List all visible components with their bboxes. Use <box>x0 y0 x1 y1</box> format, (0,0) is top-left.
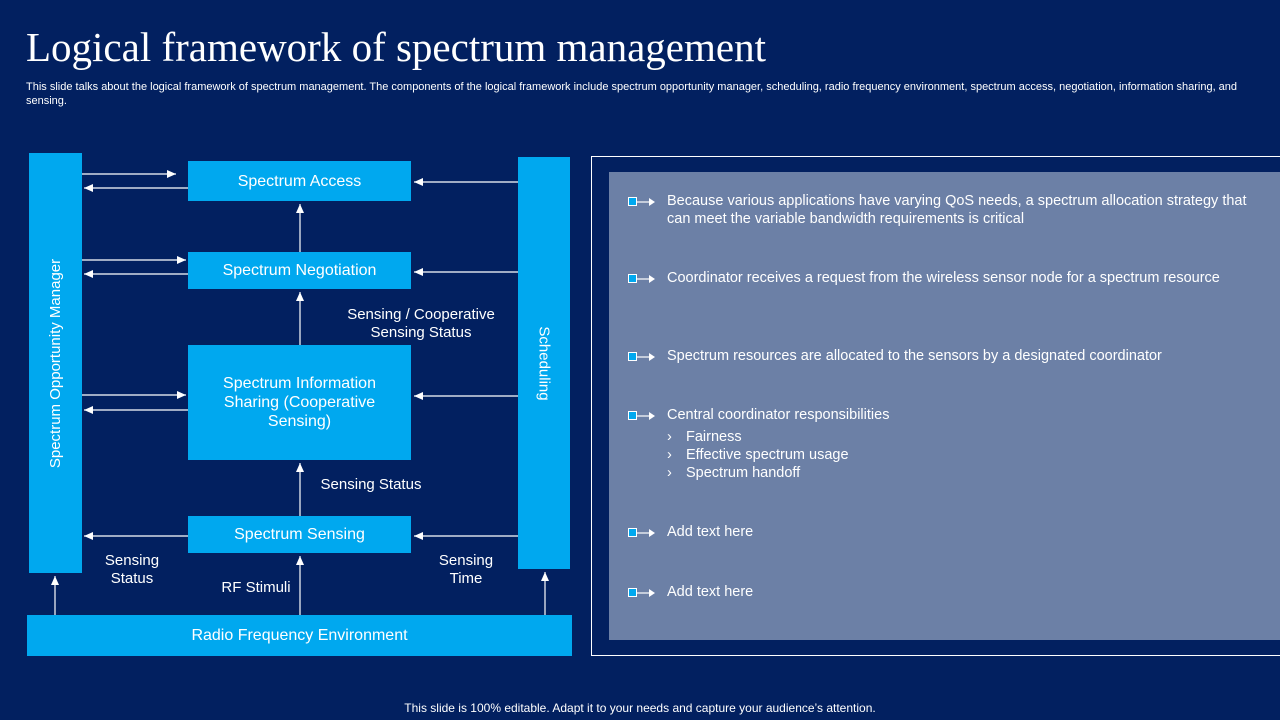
sub-item: Fairness <box>667 428 1267 446</box>
bullet-arrow-icon <box>628 272 656 286</box>
sensing-status-left-label: Sensing Status <box>104 552 160 587</box>
bullet-text: Central coordinator responsibilities Fai… <box>667 406 1267 482</box>
sub-item: Effective spectrum usage <box>667 446 1267 464</box>
bullet-text: Add text here <box>667 584 754 600</box>
sensing-cooperative-status-label: Sensing / Cooperative Sensing Status <box>347 306 495 341</box>
bullet-item: Because various applications have varyin… <box>628 192 1267 228</box>
slide-title: Logical framework of spectrum management <box>26 24 766 70</box>
radio-frequency-environment-label: Radio Frequency Environment <box>191 627 408 644</box>
spectrum-opportunity-manager-label: Spectrum Opportunity Manager <box>47 258 64 468</box>
responsibilities-list: Fairness Effective spectrum usage Spectr… <box>667 428 1267 482</box>
spectrum-opportunity-manager-bar: Spectrum Opportunity Manager <box>29 153 82 573</box>
bullet-arrow-icon <box>628 586 656 600</box>
spectrum-access-box: Spectrum Access <box>188 161 411 201</box>
bullet-heading: Central coordinator responsibilities <box>667 407 890 423</box>
rf-stimuli-label: RF Stimuli <box>221 579 291 596</box>
bullet-text: Coordinator receives a request from the … <box>667 270 1220 286</box>
spectrum-information-sharing-label: Spectrum Information Sharing (Cooperativ… <box>223 375 376 430</box>
radio-frequency-environment-box: Radio Frequency Environment <box>27 615 572 656</box>
scheduling-label: Scheduling <box>535 325 553 401</box>
sub-item: Spectrum handoff <box>667 464 1267 482</box>
bullet-arrow-icon <box>628 350 656 364</box>
bullet-arrow-icon <box>628 409 656 423</box>
bullet-item: Add text here <box>628 583 1267 601</box>
spectrum-sensing-label: Spectrum Sensing <box>234 526 365 543</box>
sensing-status-mid-label: Sensing Status <box>320 476 422 493</box>
bullet-item: Coordinator receives a request from the … <box>628 269 1267 287</box>
slide-footer: This slide is 100% editable. Adapt it to… <box>404 701 876 715</box>
panel-outline <box>591 156 1280 656</box>
scheduling-bar: Scheduling <box>518 157 570 569</box>
bullet-arrow-icon <box>628 526 656 540</box>
slide-subtitle: This slide talks about the logical frame… <box>26 81 1238 107</box>
spectrum-negotiation-label: Spectrum Negotiation <box>222 262 377 279</box>
spectrum-access-label: Spectrum Access <box>237 172 362 190</box>
bullet-item: Spectrum resources are allocated to the … <box>628 347 1267 365</box>
info-panel <box>609 172 1280 640</box>
sensing-time-label: Sensing Time <box>438 552 494 587</box>
bullet-text: Because various applications have varyin… <box>667 193 1247 227</box>
spectrum-information-sharing-box: Spectrum Information Sharing (Cooperativ… <box>188 345 411 460</box>
bullet-item: Central coordinator responsibilities Fai… <box>628 406 1267 482</box>
bullet-arrow-icon <box>628 195 656 209</box>
bullet-text: Add text here <box>667 524 754 540</box>
bullet-item: Add text here <box>628 523 1267 541</box>
spectrum-sensing-box: Spectrum Sensing <box>188 516 411 553</box>
spectrum-negotiation-box: Spectrum Negotiation <box>188 252 411 289</box>
bullet-text: Spectrum resources are allocated to the … <box>667 348 1162 364</box>
